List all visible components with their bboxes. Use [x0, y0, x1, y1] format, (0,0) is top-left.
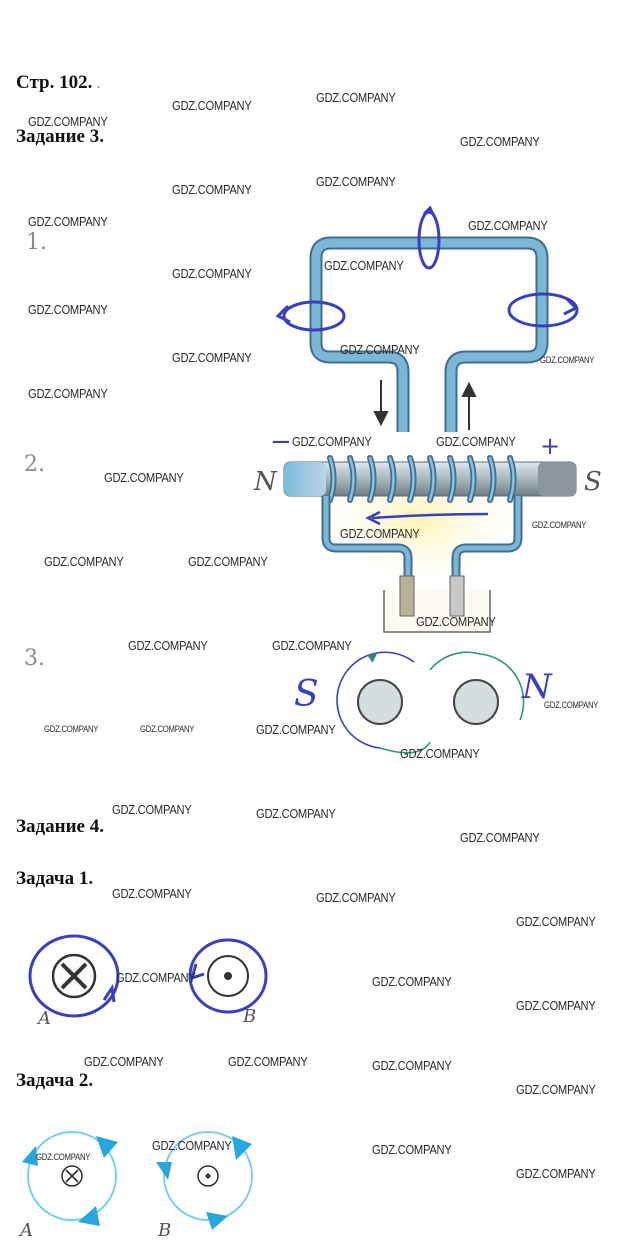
rod-north-end [284, 462, 326, 496]
watermark: GDZ.COMPANY [460, 134, 540, 149]
watermark: GDZ.COMPANY [460, 830, 540, 845]
pipe-loop [309, 236, 549, 432]
electrolytic-cell [383, 575, 491, 633]
watermark: GDZ.COMPANY [372, 974, 452, 989]
problem2-heading: Задача 2. [16, 1070, 94, 1091]
current-arrow-up [461, 381, 477, 430]
watermark: GDZ.COMPANY [256, 806, 336, 821]
watermark: GDZ.COMPANY [316, 90, 396, 105]
watermark: GDZ.COMPANY [44, 724, 99, 734]
plus-sign: + [540, 432, 560, 460]
magnets-s-label: S [294, 674, 319, 715]
watermark: GDZ.COMPANY [28, 114, 108, 129]
p2-label-a: A [18, 1220, 33, 1241]
page-label: Стр. 102. . [16, 72, 101, 93]
watermark: GDZ.COMPANY [372, 1142, 452, 1157]
watermark: GDZ.COMPANY [324, 258, 404, 273]
watermark: GDZ.COMPANY [172, 350, 252, 365]
field-loop-right [507, 292, 579, 328]
watermark: GDZ.COMPANY [400, 746, 480, 761]
p1-label-b: B [242, 1006, 256, 1027]
watermark: GDZ.COMPANY [340, 526, 420, 541]
p2a-arrow-top [96, 1136, 118, 1158]
p2-wire-b [156, 1131, 253, 1230]
watermark: GDZ.COMPANY [172, 182, 252, 197]
watermark: GDZ.COMPANY [516, 998, 596, 1013]
watermark: GDZ.COMPANY [228, 1054, 308, 1069]
wire-a-into-page [28, 934, 120, 1018]
p2b-arrow-top [232, 1136, 252, 1160]
watermark: GDZ.COMPANY [172, 266, 252, 281]
watermark: GDZ.COMPANY [316, 890, 396, 905]
watermark: GDZ.COMPANY [28, 214, 108, 229]
watermark: GDZ.COMPANY [436, 434, 516, 449]
page-mark: . [97, 77, 101, 91]
p2b-arrow-left [156, 1162, 172, 1180]
watermark: GDZ.COMPANY [128, 638, 208, 653]
watermark: GDZ.COMPANY [532, 520, 587, 530]
item-number-2: 2. [24, 452, 45, 477]
watermark: GDZ.COMPANY [104, 470, 184, 485]
rod-south-end [538, 462, 576, 496]
p2a-arrow-left [22, 1146, 38, 1166]
watermark: GDZ.COMPANY [44, 554, 124, 569]
watermark: GDZ.COMPANY [516, 1166, 596, 1181]
item-number-3: 3. [24, 646, 45, 671]
coil-windings-highlight [328, 456, 515, 502]
watermark: GDZ.COMPANY [468, 218, 548, 233]
p2a-arrow-bottom [78, 1206, 100, 1226]
field-loop-top [417, 205, 441, 270]
watermark: GDZ.COMPANY [540, 355, 595, 365]
field-loop-left [275, 300, 346, 332]
wire-b-out-of-page [188, 938, 268, 1014]
watermark: GDZ.COMPANY [372, 1058, 452, 1073]
watermark: GDZ.COMPANY [112, 886, 192, 901]
lead-wires [321, 496, 523, 580]
watermark: GDZ.COMPANY [28, 386, 108, 401]
current-arrow-down [373, 380, 389, 427]
coil-north-label: N [253, 467, 278, 497]
p2b-arrow-bottom [206, 1212, 228, 1230]
watermark: GDZ.COMPANY [316, 174, 396, 189]
item-number-1: 1. [26, 230, 47, 255]
watermark: GDZ.COMPANY [272, 638, 352, 653]
p1-label-a: A [36, 1008, 51, 1029]
watermark: GDZ.COMPANY [292, 434, 372, 449]
watermark: GDZ.COMPANY [256, 722, 336, 737]
coil-south-label: S [584, 467, 602, 497]
field-arc-right [379, 651, 525, 754]
problem1-heading: Задача 1. [16, 868, 94, 889]
watermark: GDZ.COMPANY [172, 98, 252, 113]
watermark: GDZ.COMPANY [116, 970, 196, 985]
watermark: GDZ.COMPANY [28, 302, 108, 317]
watermark: GDZ.COMPANY [36, 1152, 91, 1162]
p2-label-b: B [157, 1220, 171, 1241]
watermark: GDZ.COMPANY [544, 700, 599, 710]
watermark: GDZ.COMPANY [112, 802, 192, 817]
magnets-n-label: N [521, 667, 553, 707]
wire-right [453, 679, 499, 725]
watermark: GDZ.COMPANY [416, 614, 496, 629]
coil-current-arrow [365, 510, 489, 526]
task3-heading: Задание 3. [16, 126, 104, 147]
wire-left [357, 679, 403, 725]
watermark: GDZ.COMPANY [152, 1138, 232, 1153]
watermark: GDZ.COMPANY [340, 342, 420, 357]
minus-sign: − [270, 427, 292, 457]
watermark: GDZ.COMPANY [188, 554, 268, 569]
p2-wire-a [22, 1131, 118, 1226]
task4-heading: Задание 4. [16, 816, 104, 837]
field-arc-left [336, 651, 415, 749]
watermark: GDZ.COMPANY [516, 914, 596, 929]
watermark: GDZ.COMPANY [140, 724, 195, 734]
watermark: GDZ.COMPANY [516, 1082, 596, 1097]
watermark: GDZ.COMPANY [84, 1054, 164, 1069]
